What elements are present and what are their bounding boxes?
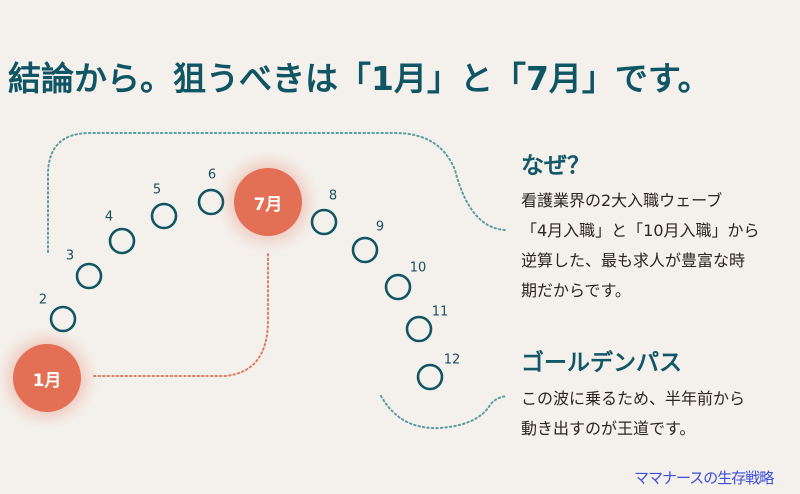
watermark: ママナースの生存戦略 xyxy=(634,469,774,487)
why-body: 看護業界の2大入職ウェーブ 「4月入職」と「10月入職」から 逆算した、最も求人… xyxy=(521,186,760,306)
july-highlight-badge: 7月 xyxy=(234,168,302,236)
why-line: 逆算した、最も求人が豊富な時 xyxy=(521,251,746,270)
month-circle-5 xyxy=(150,202,178,230)
month-label-9: 9 xyxy=(375,219,385,235)
top-dotted-connector xyxy=(47,132,506,253)
month-circle-11 xyxy=(405,315,433,343)
month-label-2: 2 xyxy=(38,292,48,308)
month-label-6: 6 xyxy=(207,167,217,183)
why-line: 期だからです。 xyxy=(521,281,631,300)
month-label-4: 4 xyxy=(104,209,114,225)
why-line: 看護業界の2大入職ウェーブ xyxy=(521,191,723,210)
month-circle-10 xyxy=(384,273,412,301)
month-circle-8 xyxy=(310,208,338,236)
month-circle-6 xyxy=(197,188,225,216)
month-circle-9 xyxy=(351,236,379,264)
month-label-5: 5 xyxy=(152,182,162,198)
golden-path-body: この波に乗るため、半年前から 動き出すのが王道です。 xyxy=(521,384,745,444)
orange-dotted-connector xyxy=(93,251,269,377)
month-circle-12 xyxy=(416,363,444,391)
month-label-3: 3 xyxy=(65,248,75,264)
january-highlight-badge: 1月 xyxy=(13,344,81,412)
page-title: 結論から。狙うべきは「1月」と「7月」です。 xyxy=(8,59,711,98)
month-label-10: 10 xyxy=(409,260,427,276)
golden-line: この波に乗るため、半年前から xyxy=(521,389,746,408)
why-line: 「4月入職」と「10月入職」から xyxy=(521,221,760,240)
golden-path-heading: ゴールデンパス xyxy=(521,350,682,376)
golden-line: 動き出すのが王道です。 xyxy=(521,419,696,438)
month-circle-3 xyxy=(75,262,103,290)
month-label-11: 11 xyxy=(431,304,449,320)
month-circle-4 xyxy=(108,227,136,255)
month-label-8: 8 xyxy=(328,188,338,204)
month-circle-2 xyxy=(49,305,77,333)
month-label-12: 12 xyxy=(443,352,461,368)
why-heading: なぜ？ xyxy=(521,153,590,179)
bottom-dotted-wave xyxy=(380,395,508,430)
